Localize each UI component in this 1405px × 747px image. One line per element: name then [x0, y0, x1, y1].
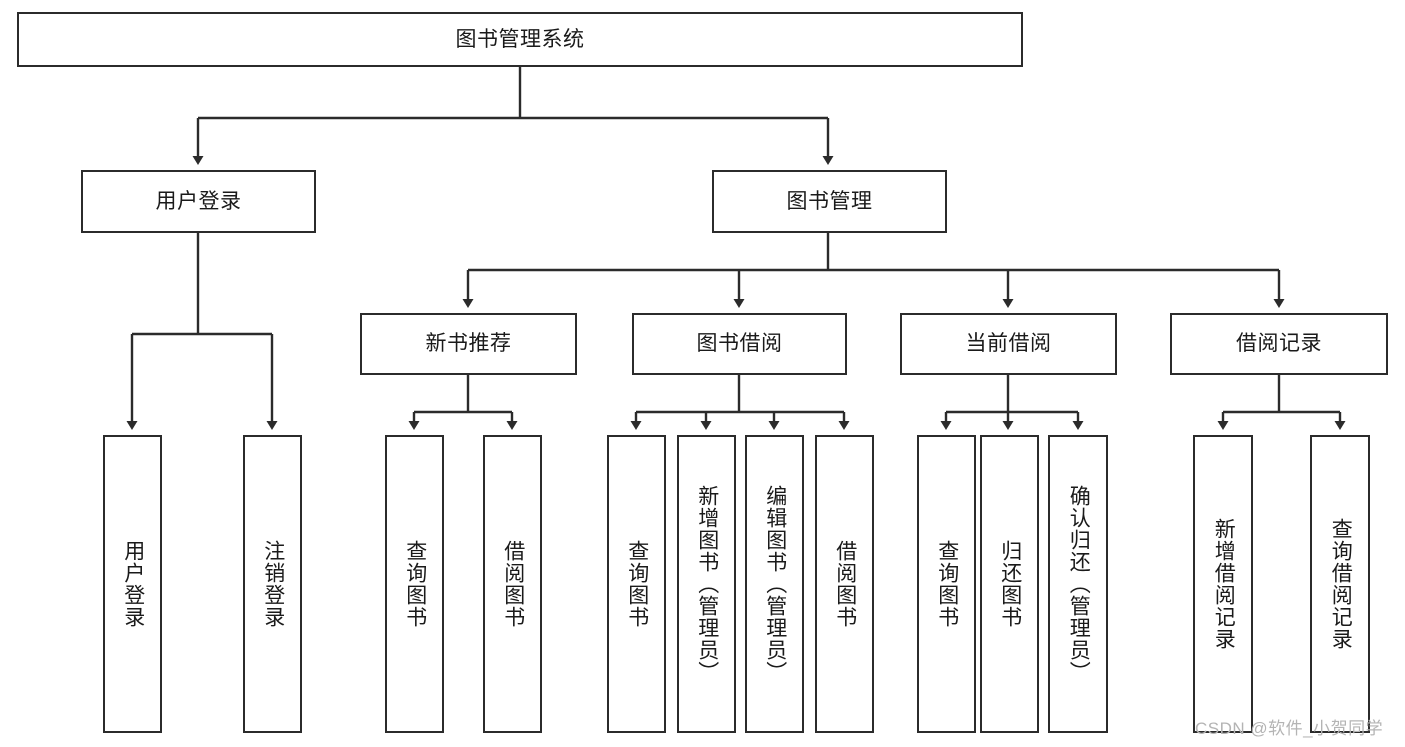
- leaf-user-login-logout[interactable]: 注销登录: [243, 435, 302, 733]
- leaf-current-borrow-confirm-return-admin[interactable]: 确认归还（管理员）: [1048, 435, 1108, 733]
- node-label: 用户登录: [121, 540, 145, 628]
- node-label: 归还图书: [998, 540, 1022, 628]
- leaf-book-borrow-query-book[interactable]: 查询图书: [607, 435, 666, 733]
- leaf-borrow-record-query-record[interactable]: 查询借阅记录: [1310, 435, 1370, 733]
- node-label: 查询图书: [403, 540, 427, 628]
- node-label: 新增图书（管理员）: [695, 485, 719, 683]
- node-book-borrow[interactable]: 图书借阅: [632, 313, 847, 375]
- leaf-user-login-login[interactable]: 用户登录: [103, 435, 162, 733]
- node-borrow-record[interactable]: 借阅记录: [1170, 313, 1388, 375]
- node-user-login[interactable]: 用户登录: [81, 170, 316, 233]
- leaf-book-borrow-add-book-admin[interactable]: 新增图书（管理员）: [677, 435, 736, 733]
- node-current-borrow[interactable]: 当前借阅: [900, 313, 1117, 375]
- node-label: 新书推荐: [425, 332, 512, 356]
- node-label: 查询图书: [935, 540, 959, 628]
- node-label: 注销登录: [261, 540, 285, 628]
- node-label: 借阅记录: [1236, 332, 1322, 356]
- leaf-book-borrow-borrow-book[interactable]: 借阅图书: [815, 435, 874, 733]
- leaf-current-borrow-return-book[interactable]: 归还图书: [980, 435, 1039, 733]
- node-label: 新增借阅记录: [1212, 518, 1236, 650]
- leaf-book-borrow-edit-book-admin[interactable]: 编辑图书（管理员）: [745, 435, 804, 733]
- node-label: 用户登录: [155, 189, 242, 213]
- node-label: 查询借阅记录: [1329, 518, 1353, 650]
- node-label: 当前借阅: [965, 332, 1052, 356]
- leaf-new-book-borrow-book[interactable]: 借阅图书: [483, 435, 542, 733]
- leaf-borrow-record-add-record[interactable]: 新增借阅记录: [1193, 435, 1253, 733]
- leaf-current-borrow-query-book[interactable]: 查询图书: [917, 435, 976, 733]
- node-new-book-recommend[interactable]: 新书推荐: [360, 313, 577, 375]
- node-label: 图书管理系统: [455, 27, 585, 51]
- node-label: 图书管理: [786, 189, 873, 213]
- node-label: 查询图书: [625, 540, 649, 628]
- node-label: 图书借阅: [696, 332, 783, 356]
- node-label: 确认归还（管理员）: [1067, 485, 1091, 683]
- node-label: 借阅图书: [833, 540, 857, 628]
- node-label: 编辑图书（管理员）: [763, 485, 787, 683]
- node-book-management[interactable]: 图书管理: [712, 170, 947, 233]
- node-label: 借阅图书: [501, 540, 525, 628]
- watermark: CSDN @软件_小贺同学: [1195, 719, 1384, 738]
- node-root-book-management-system[interactable]: 图书管理系统: [17, 12, 1023, 67]
- leaf-new-book-query-book[interactable]: 查询图书: [385, 435, 444, 733]
